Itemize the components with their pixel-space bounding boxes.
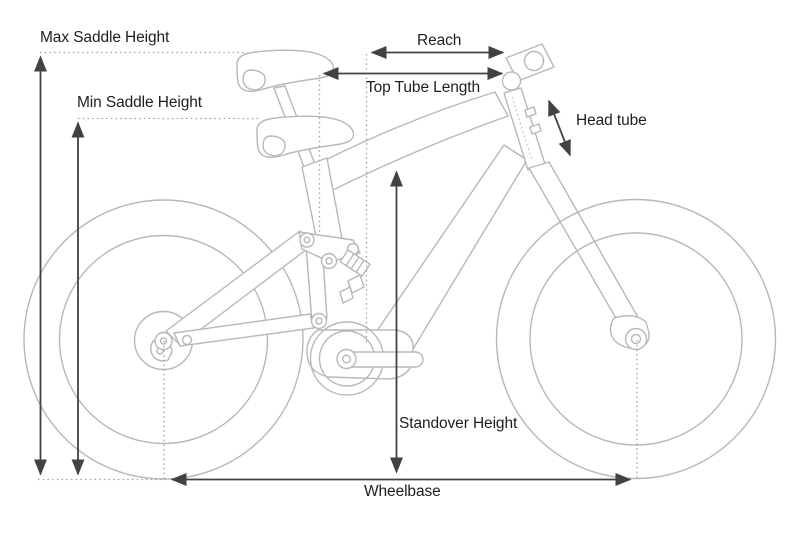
- label-head-tube: Head tube: [576, 112, 647, 129]
- label-reach: Reach: [417, 32, 462, 49]
- bicycle-illustration: [23, 43, 777, 480]
- label-max-saddle-height: Max Saddle Height: [40, 29, 170, 46]
- label-top-tube-length: Top Tube Length: [366, 79, 480, 96]
- rear-shock-linkage: [298, 231, 371, 330]
- crank-arm: [336, 348, 424, 370]
- label-standover-height: Standover Height: [399, 415, 518, 432]
- front-wheel: [495, 198, 777, 480]
- label-wheelbase: Wheelbase: [364, 483, 441, 500]
- rear-swingarm: [150, 230, 316, 362]
- saddle-min-position: [256, 115, 355, 158]
- guide-lines: [38, 51, 638, 481]
- stem-handlebar: [501, 43, 555, 91]
- fork: [528, 161, 650, 350]
- dimension-arrows: [34, 46, 632, 486]
- label-min-saddle-height: Min Saddle Height: [77, 94, 202, 111]
- head-tube-arrow: [548, 99, 571, 157]
